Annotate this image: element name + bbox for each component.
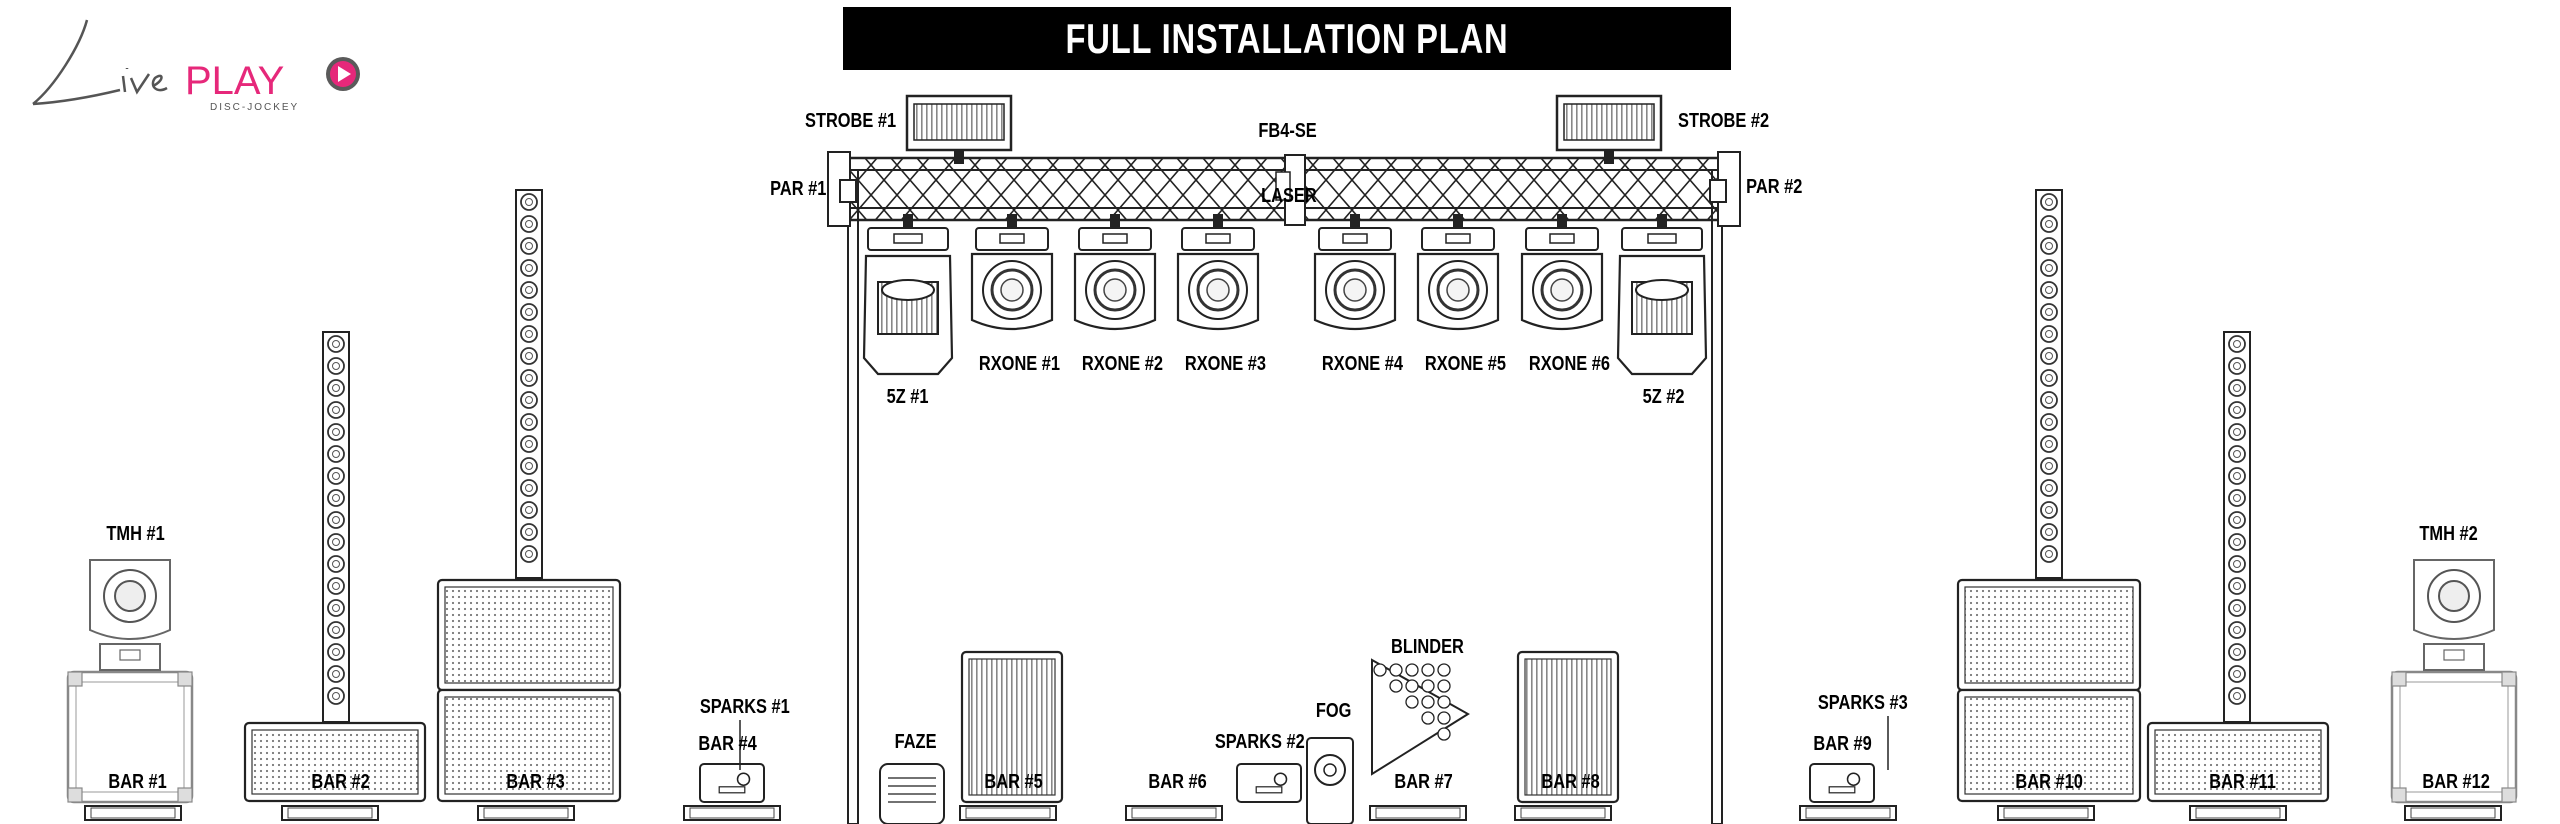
bar-7-plate bbox=[1369, 805, 1467, 821]
case-bar-12 bbox=[2390, 670, 2518, 804]
sub-bar-3-top bbox=[436, 578, 622, 692]
bar-2-label: BAR #2 bbox=[311, 771, 370, 793]
logo-play-text: PLAY bbox=[185, 59, 284, 103]
bar-7-label: BAR #7 bbox=[1394, 771, 1453, 793]
5z-2-fixture bbox=[1616, 214, 1708, 376]
blinder-label: BLINDER bbox=[1391, 636, 1464, 658]
par-2-label: PAR #2 bbox=[1746, 176, 1803, 198]
rxone-5-label: RXONE #5 bbox=[1424, 353, 1507, 375]
tmh-1-fixture bbox=[89, 559, 171, 671]
tmh-1-label: TMH #1 bbox=[106, 523, 165, 545]
bar-4-plate bbox=[683, 805, 781, 821]
column-speaker-3 bbox=[515, 189, 543, 579]
bar-10-plate bbox=[1997, 805, 2095, 821]
fog-label: FOG bbox=[1315, 700, 1352, 722]
bar-4-label: BAR #4 bbox=[698, 733, 757, 755]
rxone-3-fixture bbox=[1176, 214, 1260, 331]
column-speaker-2 bbox=[322, 331, 350, 723]
column-speaker-10 bbox=[2035, 189, 2063, 579]
fb4-label: FB4-SE bbox=[1258, 120, 1317, 142]
sub-bar-2 bbox=[243, 721, 427, 803]
par-1-label: PAR #1 bbox=[770, 178, 827, 200]
5z-1-fixture bbox=[862, 214, 954, 376]
sparks-1-fixture bbox=[699, 763, 765, 803]
bar-3-plate bbox=[477, 805, 575, 821]
case-bar-1 bbox=[66, 670, 194, 804]
fog-fixture bbox=[1306, 737, 1354, 824]
tmh-2-label: TMH #2 bbox=[2419, 523, 2478, 545]
bar-9-plate bbox=[1799, 805, 1897, 821]
column-speaker-11 bbox=[2223, 331, 2251, 723]
rxone-4-fixture bbox=[1313, 214, 1397, 331]
sub-bar-3 bbox=[436, 688, 622, 803]
rxone-4-label: RXONE #4 bbox=[1321, 353, 1404, 375]
logo-tagline: DISC-JOCKEY bbox=[210, 102, 299, 112]
bar-12-label: BAR #12 bbox=[2422, 771, 2490, 793]
rxone-3-label: RXONE #3 bbox=[1184, 353, 1267, 375]
bar-8-label: BAR #8 bbox=[1541, 771, 1600, 793]
blinder-fixture bbox=[1371, 658, 1470, 776]
sub-bar-11 bbox=[2146, 721, 2330, 803]
speaker-bar-8 bbox=[1516, 650, 1620, 804]
fixtures-layer bbox=[66, 189, 2518, 824]
bar-11-label: BAR #11 bbox=[2209, 771, 2276, 793]
strobe-1-label: STROBE #1 bbox=[805, 110, 897, 132]
sparks-1-label: SPARKS #1 bbox=[699, 696, 790, 718]
strobe-2-label: STROBE #2 bbox=[1678, 110, 1770, 132]
strobe-1 bbox=[905, 94, 1013, 164]
bar-11-plate bbox=[2189, 805, 2287, 821]
5z-2-label: 5Z #2 bbox=[1642, 386, 1685, 408]
faze-label: FAZE bbox=[894, 731, 937, 753]
bar-6-plate bbox=[1125, 805, 1223, 821]
rxone-5-fixture bbox=[1416, 214, 1500, 331]
bar-5-plate bbox=[959, 805, 1057, 821]
bar-6-label: BAR #6 bbox=[1148, 771, 1207, 793]
bar-1-label: BAR #1 bbox=[108, 771, 167, 793]
5z-1-label: 5Z #1 bbox=[886, 386, 929, 408]
speaker-bar-5 bbox=[960, 650, 1064, 804]
sparks-3-fixture bbox=[1809, 763, 1875, 803]
laser-label: LASER bbox=[1261, 185, 1317, 207]
bar-3-label: BAR #3 bbox=[506, 771, 565, 793]
rxone-2-label: RXONE #2 bbox=[1081, 353, 1164, 375]
bar-10-label: BAR #10 bbox=[2015, 771, 2083, 793]
tmh-2-fixture bbox=[2413, 559, 2495, 671]
page-title: FULL INSTALLATION PLAN bbox=[843, 7, 1731, 70]
par-1-fixture bbox=[839, 179, 857, 203]
rxone-2-fixture bbox=[1073, 214, 1157, 331]
sub-bar-10 bbox=[1956, 688, 2142, 803]
liveplay-logo: PLAY DISC-JOCKEY bbox=[32, 19, 360, 112]
sparks-3-label: SPARKS #3 bbox=[1817, 692, 1908, 714]
bar-1-plate bbox=[84, 805, 182, 821]
rxone-6-fixture bbox=[1520, 214, 1604, 331]
bar-12-plate bbox=[2404, 805, 2502, 821]
rxone-1-fixture bbox=[970, 214, 1054, 331]
faze-fixture bbox=[879, 763, 945, 824]
rxone-6-label: RXONE #6 bbox=[1528, 353, 1611, 375]
page-title-text: FULL INSTALLATION PLAN bbox=[1065, 14, 1509, 62]
sparks-2-label: SPARKS #2 bbox=[1214, 731, 1305, 753]
rxone-1-label: RXONE #1 bbox=[978, 353, 1061, 375]
sub-bar-10-top bbox=[1956, 578, 2142, 692]
bar-9-label: BAR #9 bbox=[1813, 733, 1872, 755]
bar-8-plate bbox=[1514, 805, 1612, 821]
par-2-fixture bbox=[1709, 179, 1727, 203]
bar-2-plate bbox=[281, 805, 379, 821]
sparks-2-fixture bbox=[1236, 763, 1302, 803]
strobe-2 bbox=[1555, 94, 1663, 164]
truss-structure bbox=[827, 151, 1741, 824]
bar-5-label: BAR #5 bbox=[984, 771, 1043, 793]
